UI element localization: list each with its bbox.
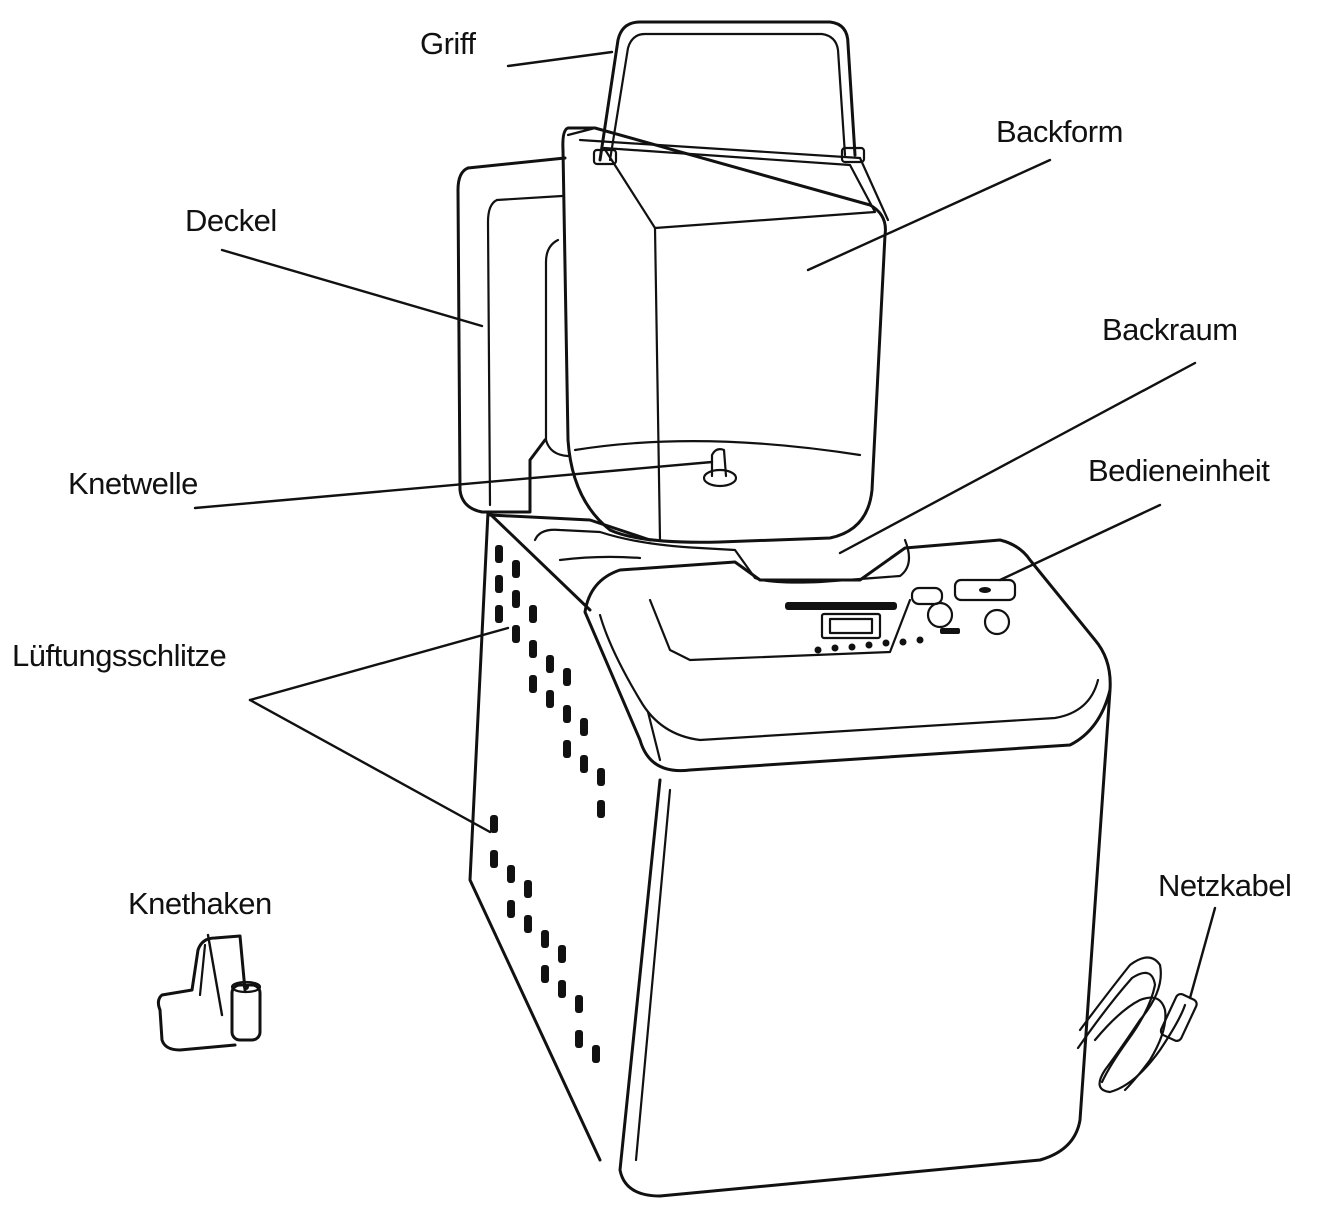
leader-deckel (220, 248, 484, 328)
label-netzkabel: Netzkabel (1158, 868, 1292, 903)
label-griff: Griff (420, 26, 476, 61)
label-backraum: Backraum (1102, 312, 1238, 347)
leader-griff (506, 50, 614, 68)
leader-lueftung-lower (248, 698, 492, 834)
leader-bedieneinheit (998, 503, 1162, 582)
label-knethaken: Knethaken (128, 886, 272, 921)
leader-backraum (838, 361, 1197, 555)
baking-chamber-shape (488, 513, 911, 584)
kneading-hook-shape (156, 934, 262, 1052)
leader-knethaken (206, 933, 224, 1017)
leader-knetwelle (193, 460, 714, 510)
label-backform: Backform (996, 114, 1123, 149)
leader-netzkabel (1188, 906, 1217, 1000)
handle-shape (592, 20, 866, 166)
leader-backform (806, 158, 1052, 272)
power-cord-shape (1076, 956, 1198, 1094)
label-knetwelle: Knetwelle (68, 466, 198, 501)
machine-body-shape (468, 510, 1112, 1198)
vent-slots-shape (490, 545, 605, 1063)
lid-shape (456, 156, 570, 514)
leader-lueftung-upper (248, 626, 510, 702)
label-lueftungsschlitze: Lüftungsschlitze (12, 638, 227, 673)
label-bedieneinheit: Bedieneinheit (1088, 453, 1270, 488)
label-deckel: Deckel (185, 203, 277, 238)
baking-pan-shape (561, 126, 890, 544)
